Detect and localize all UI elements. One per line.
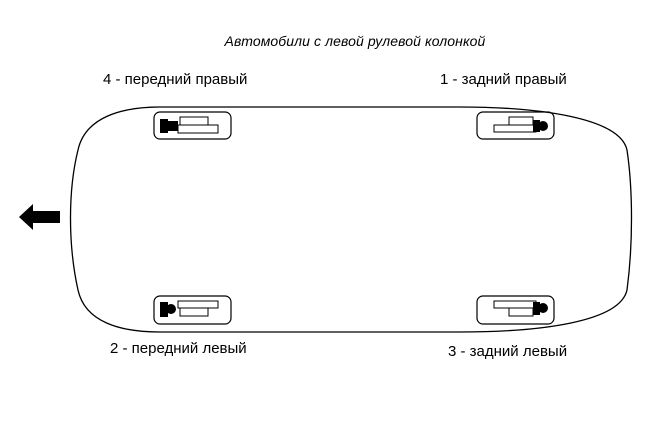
label-front-left: 2 - передний левый	[110, 340, 247, 357]
diagram-title: Автомобили с левой рулевой колонкой	[224, 33, 486, 49]
wheel-front-left	[153, 295, 232, 325]
wheel-front-right	[153, 111, 232, 140]
label-front-right: 4 - передний правый	[103, 71, 248, 88]
arrow-left-icon	[19, 204, 60, 230]
wheel-rear-left	[476, 295, 555, 325]
wheel-rear-right	[476, 111, 555, 140]
label-rear-right: 1 - задний правый	[440, 71, 567, 88]
label-rear-left: 3 - задний левый	[448, 343, 568, 360]
car-body-outline	[69, 106, 633, 333]
